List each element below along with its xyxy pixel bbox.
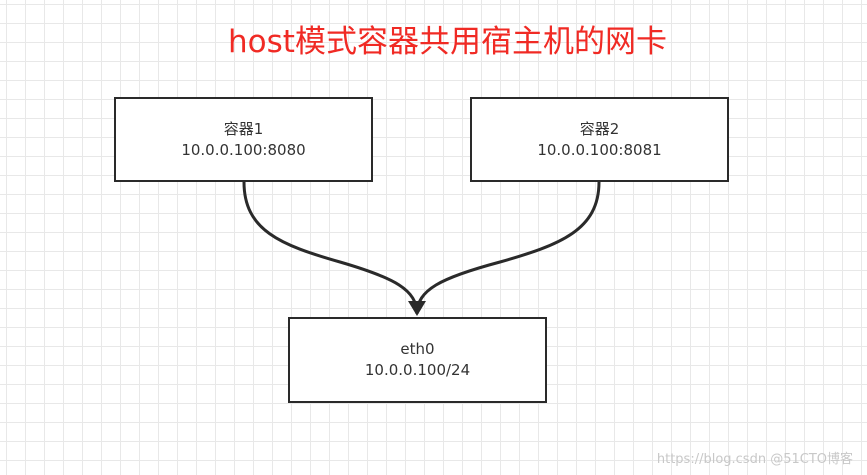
eth0-name: eth0: [400, 340, 435, 358]
container-2-address: 10.0.0.100:8081: [537, 140, 662, 159]
arrowhead-eth0: [408, 301, 426, 316]
container-2-node: 容器2 10.0.0.100:8081: [470, 97, 729, 182]
eth0-address: 10.0.0.100/24: [364, 361, 471, 379]
container-2-name: 容器2: [579, 119, 620, 138]
edge-container-2-to-eth0: [415, 181, 601, 315]
container-1-node: 容器1 10.0.0.100:8080: [114, 97, 373, 182]
watermark-text: https://blog.csdn @51CTO博客: [656, 452, 853, 467]
edge-container-1-to-eth0: [242, 181, 419, 315]
container-1-address: 10.0.0.100:8080: [181, 140, 306, 159]
diagram-title: host模式容器共用宿主机的网卡: [228, 24, 667, 60]
container-1-name: 容器1: [223, 119, 264, 138]
eth0-node: eth0 10.0.0.100/24: [288, 317, 547, 403]
